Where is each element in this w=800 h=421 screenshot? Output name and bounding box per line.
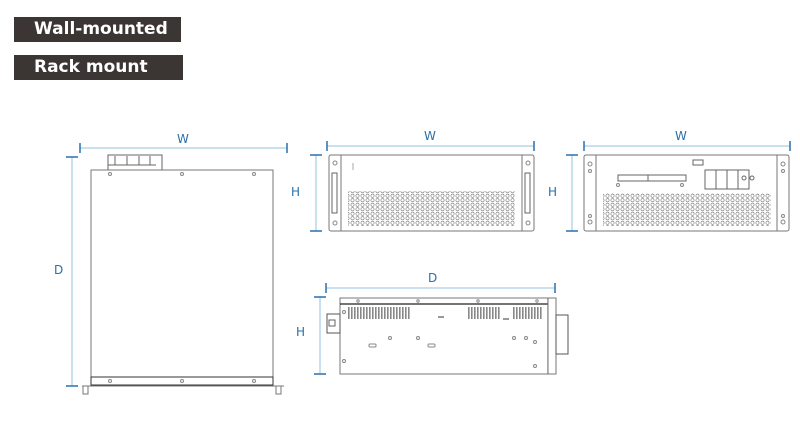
top-view-drawing: W D [54, 132, 288, 395]
front-view-height-label: H [291, 185, 300, 199]
side-view-depth-label: D [428, 271, 437, 285]
front-view-alt-width-label: W [675, 129, 687, 143]
top-view-depth-label: D [54, 263, 63, 277]
side-view-drawing: D H [296, 271, 569, 375]
wall-mounted-tag: Wall-mounted [14, 17, 181, 42]
side-view-height-label: H [296, 325, 305, 339]
front-view-drawing: W H [291, 129, 535, 232]
front-view-width-label: W [424, 129, 436, 143]
top-view-width-label: W [177, 132, 189, 146]
front-view-alt-drawing: W H [548, 129, 791, 232]
front-view-alt-height-label: H [548, 185, 557, 199]
rack-mount-tag: Rack mount [14, 55, 183, 80]
